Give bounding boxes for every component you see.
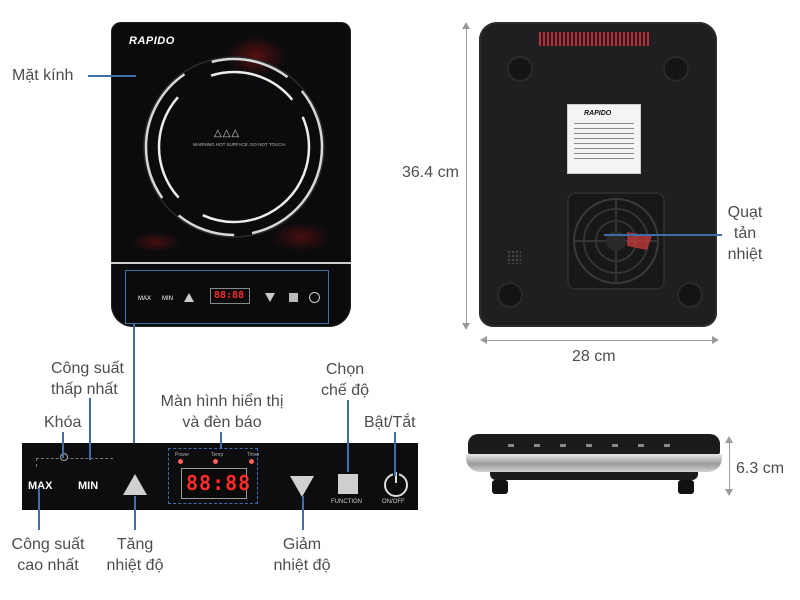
fan-label-line1: Quạt (727, 204, 763, 221)
display-digits: 88:88 (186, 471, 252, 495)
rubber-foot (665, 58, 687, 80)
thickness-arrow-top (725, 436, 733, 443)
glass-reflection (131, 232, 181, 252)
mode-label-line2: chế độ (320, 382, 370, 399)
height-arrow-bottom (462, 323, 470, 330)
heating-zone-ring (143, 56, 325, 238)
rubber-foot (509, 58, 531, 80)
max-power-pointer-line (38, 488, 40, 530)
mini-min-label: MIN (162, 296, 173, 302)
min-power-label-line2: thấp nhất (51, 381, 118, 398)
temp-up-label-line2: nhiệt độ (106, 557, 164, 574)
power-button[interactable] (384, 472, 408, 497)
side-metal-band (466, 454, 722, 472)
temp-down-label-line1: Giảm (282, 536, 322, 553)
display-label-line2: và đèn báo (182, 414, 262, 431)
mini-power-icon (309, 292, 320, 303)
display-pointer-line (220, 432, 222, 448)
lock-dotted-line (36, 458, 113, 467)
indicator-power-label: Power (175, 452, 190, 458)
function-label: FUNCTION (331, 499, 362, 505)
warning-text: WARNING HOT SURFACE. DO NOT TOUCH. (193, 142, 287, 147)
glass-reflection (271, 222, 331, 252)
mini-display-digits: 88:88 (214, 290, 245, 301)
cooktop-bottom-view: RAPIDO (479, 22, 717, 327)
indicator-timer-label: Timer (247, 452, 260, 458)
vent-grille (539, 32, 649, 46)
fan-label-line3: nhiệt (727, 246, 763, 263)
mode-label-line1: Chọn (325, 361, 365, 378)
glass-label: Mặt kính (12, 67, 74, 84)
fan-housing (567, 192, 665, 290)
lock-pointer-line (62, 432, 64, 458)
function-button[interactable] (338, 474, 358, 494)
min-power-pointer-line (89, 398, 91, 460)
rubber-foot (679, 284, 701, 306)
temp-down-button[interactable] (290, 476, 314, 497)
indicator-temp-led (213, 459, 218, 464)
min-label[interactable]: MIN (78, 480, 99, 492)
onoff-label-text: Bật/Tắt (364, 414, 416, 431)
mini-function-button-icon (289, 293, 298, 302)
side-glass-top (468, 434, 720, 454)
glass-pointer-line (88, 75, 136, 77)
max-label[interactable]: MAX (28, 480, 53, 492)
max-power-label-line2: cao nhất (17, 557, 79, 574)
rubber-foot (499, 284, 521, 306)
mode-pointer-line (347, 400, 349, 472)
power-icon (395, 472, 397, 483)
indicator-power-led (178, 459, 183, 464)
indicator-timer-led (249, 459, 254, 464)
fan-label-line2: tản (733, 225, 757, 242)
mini-down-arrow-icon (265, 293, 275, 302)
max-power-label-line1: Công suất (11, 536, 85, 553)
control-panel-enlarged: MAX MIN Power Temp Timer 88:88 FUNCTION … (22, 443, 418, 510)
height-arrow-top (462, 22, 470, 29)
onoff-pointer-line (394, 432, 396, 476)
sticker-brand: RAPIDO (584, 110, 612, 117)
thickness-label: 6.3 cm (736, 460, 785, 477)
panel-separator (111, 262, 351, 264)
sticker-text-lines (574, 123, 634, 163)
display-label-line1: Màn hình hiển thị (160, 393, 284, 410)
temp-up-button[interactable] (123, 474, 147, 495)
height-dimension-line (466, 26, 467, 326)
width-arrow-left (480, 336, 487, 344)
thickness-arrow-bottom (725, 489, 733, 496)
mini-display: 88:88 (210, 288, 250, 304)
indicator-temp-label: Temp (211, 452, 224, 458)
width-dimension-line (484, 340, 714, 341)
speaker-holes (507, 250, 521, 264)
side-foot (678, 480, 694, 494)
cooktop-side-view (466, 432, 722, 494)
lock-label: Khóa (44, 414, 82, 431)
side-foot (492, 480, 508, 494)
mini-control-panel: MAX MIN 88:88 (125, 270, 329, 324)
warning-icon: △△△ (214, 128, 241, 139)
onoff-label: ON/OFF (382, 499, 405, 505)
cooktop-top-view: RAPIDO △△△ WARNING HOT SURFACE. DO NOT T… (111, 22, 351, 327)
product-sticker: RAPIDO (567, 104, 641, 174)
lock-icon (60, 453, 68, 461)
control-panel-connector (133, 323, 135, 445)
width-arrow-right (712, 336, 719, 344)
display-area: Power Temp Timer 88:88 (168, 448, 260, 504)
temp-down-label-line2: nhiệt độ (273, 557, 331, 574)
thickness-dimension-line (729, 440, 730, 492)
min-power-label-line1: Công suất (51, 360, 124, 377)
side-panel-marks (508, 444, 688, 447)
temp-down-pointer-line (302, 496, 304, 530)
mini-up-arrow-icon (184, 293, 194, 302)
width-label: 28 cm (572, 348, 616, 365)
side-base (490, 472, 698, 480)
brand-logo: RAPIDO (129, 35, 175, 47)
fan-pointer-line (604, 234, 722, 236)
temp-up-label-line1: Tăng (116, 536, 154, 553)
digital-display: 88:88 (181, 468, 250, 499)
mini-max-label: MAX (138, 296, 152, 302)
temp-up-pointer-line (134, 496, 136, 530)
fan-icon (573, 198, 659, 284)
height-label: 36.4 cm (400, 162, 461, 183)
